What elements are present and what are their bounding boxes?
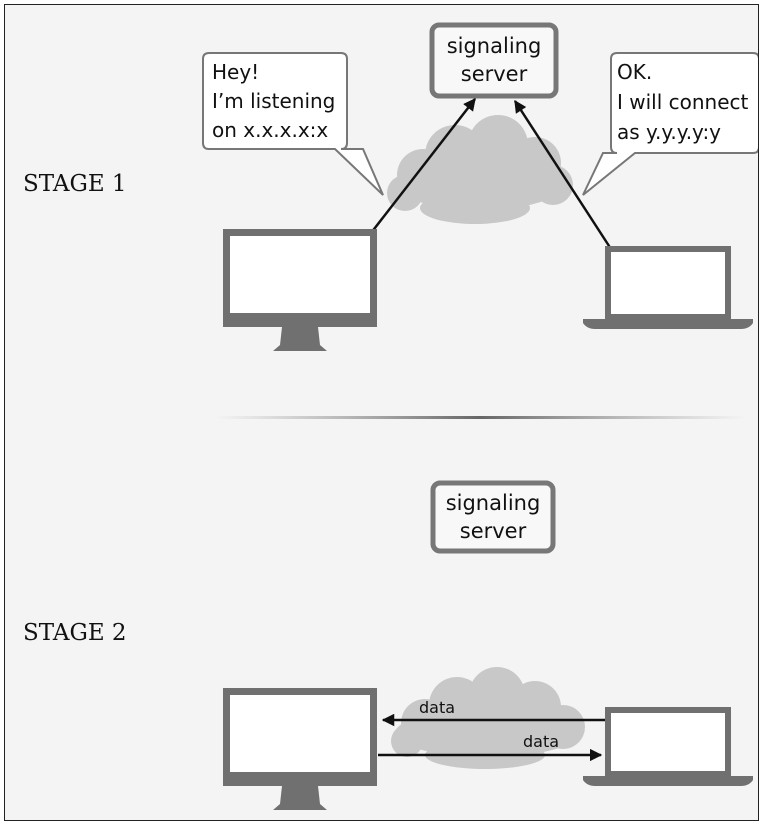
webrtc-signaling-diagram: STAGE 1 signaling server Hey! I’m listen… (23, 22, 758, 810)
stage-divider (215, 416, 745, 419)
right-bubble-line-1: OK. (617, 60, 652, 84)
left-bubble-line-2: I’m listening (212, 89, 335, 113)
right-speech-bubble: OK. I will connect as y.y.y.y:y (582, 52, 758, 196)
stage2-label: STAGE 2 (23, 620, 127, 646)
right-bubble-line-2: I will connect (617, 90, 749, 114)
data-label-left: data (419, 698, 455, 717)
desktop-to-server-arrow (370, 98, 476, 234)
stage1-label: STAGE 1 (23, 171, 127, 197)
cloud-1 (387, 115, 573, 224)
signaling-server-box-1: signaling server (429, 22, 559, 99)
cloud-2 (391, 667, 585, 769)
laptop-icon-1 (583, 246, 753, 329)
left-bubble-line-3: on x.x.x.x:x (212, 118, 328, 142)
server-2-line-2: server (460, 519, 527, 543)
server-2-line-1: signaling (446, 491, 541, 515)
right-bubble-line-3: as y.y.y.y:y (617, 120, 721, 144)
server-1-line-1: signaling (447, 34, 542, 58)
left-speech-bubble: Hey! I’m listening on x.x.x.x:x (202, 52, 384, 196)
left-bubble-line-1: Hey! (212, 60, 259, 84)
signaling-server-box-2: signaling server (430, 480, 556, 554)
laptop-to-server-arrow (513, 99, 613, 250)
server-1-line-2: server (461, 62, 528, 86)
data-label-right: data (523, 732, 559, 751)
desktop-monitor-icon-2 (223, 688, 377, 810)
laptop-icon-2 (583, 707, 753, 786)
diagram-frame: STAGE 1 signaling server Hey! I’m listen… (4, 4, 759, 821)
desktop-monitor-icon-1 (223, 229, 377, 351)
